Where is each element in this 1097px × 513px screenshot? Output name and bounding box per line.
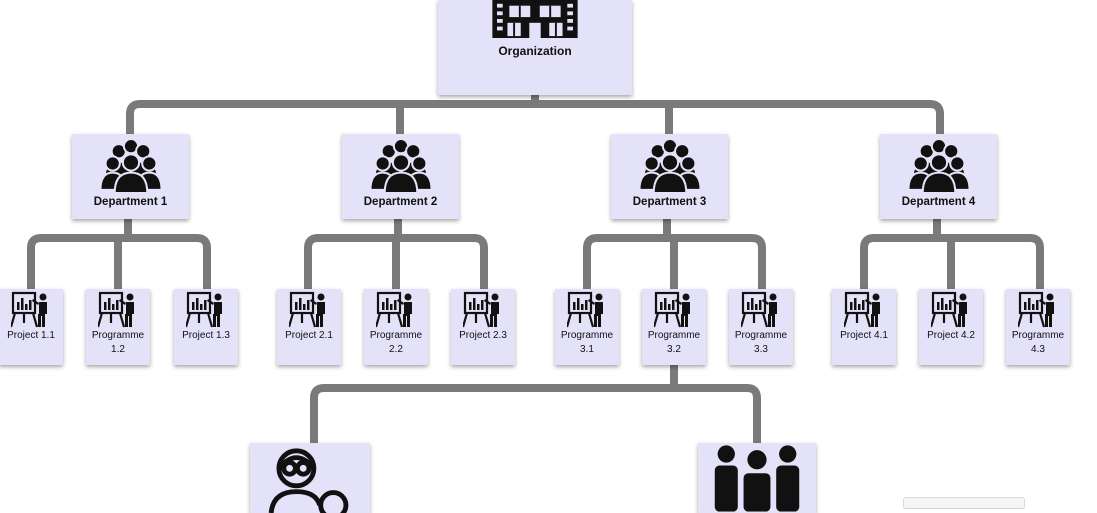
team-node[interactable] — [698, 443, 816, 513]
connector-lines — [27, 90, 1044, 448]
connector-dept1-children — [27, 215, 211, 295]
project-1-3-node[interactable]: Project 1.3 — [174, 289, 238, 365]
programme-3-3-node[interactable]: Programme 3.3 — [729, 289, 793, 365]
worker-gears-icon — [260, 445, 360, 513]
department-1-node[interactable]: Department 1 — [72, 134, 189, 219]
group-icon — [370, 137, 432, 193]
organization-label: Organization — [498, 44, 572, 58]
group-icon — [639, 137, 701, 193]
leaf-label: Programme 4.3 — [1011, 330, 1065, 355]
presentation-icon — [1018, 290, 1058, 328]
project-4-2-node[interactable]: Project 4.2 — [919, 289, 983, 365]
connector-dept4-children — [860, 215, 1044, 295]
presentation-icon — [186, 290, 226, 328]
project-2-1-node[interactable]: Project 2.1 — [277, 289, 341, 365]
connector-dept3-children — [583, 215, 766, 295]
leaf-label: Project 2.1 — [285, 330, 333, 341]
connector-dept2-children — [304, 215, 488, 295]
connector-org-departments — [126, 90, 944, 138]
programme-3-1-node[interactable]: Programme 3.1 — [555, 289, 619, 365]
connector-programme-3-2-children — [310, 361, 761, 448]
leaf-label: Project 1.1 — [7, 330, 55, 341]
programme-1-2-node[interactable]: Programme 1.2 — [86, 289, 150, 365]
programme-4-3-node[interactable]: Programme 4.3 — [1006, 289, 1070, 365]
department-label: Department 1 — [93, 196, 168, 208]
worker-node[interactable] — [250, 443, 370, 513]
project-1-1-node[interactable]: Project 1.1 — [0, 289, 63, 365]
leaf-label: Programme 3.1 — [560, 330, 614, 355]
leaf-label: Programme 3.3 — [734, 330, 788, 355]
group-icon — [100, 137, 162, 193]
leaf-label: Project 2.3 — [459, 330, 507, 341]
leaf-label: Programme 2.2 — [369, 330, 423, 355]
department-label: Department 3 — [632, 196, 707, 208]
page-footer-stub — [903, 497, 1025, 509]
presentation-icon — [463, 290, 503, 328]
project-4-1-node[interactable]: Project 4.1 — [832, 289, 896, 365]
leaf-label: Project 4.2 — [927, 330, 975, 341]
presentation-icon — [844, 290, 884, 328]
leaf-label: Project 1.3 — [182, 330, 230, 341]
presentation-icon — [741, 290, 781, 328]
leaf-label: Programme 3.2 — [647, 330, 701, 355]
building-icon — [490, 0, 580, 38]
presentation-icon — [289, 290, 329, 328]
presentation-icon — [567, 290, 607, 328]
leaf-label: Project 4.1 — [840, 330, 888, 341]
presentation-icon — [376, 290, 416, 328]
department-label: Department 4 — [901, 196, 976, 208]
presentation-icon — [931, 290, 971, 328]
presentation-icon — [98, 290, 138, 328]
department-3-node[interactable]: Department 3 — [611, 134, 728, 219]
department-label: Department 2 — [363, 196, 438, 208]
department-2-node[interactable]: Department 2 — [342, 134, 459, 219]
department-4-node[interactable]: Department 4 — [880, 134, 997, 219]
leaf-label: Programme 1.2 — [91, 330, 145, 355]
group-icon — [908, 137, 970, 193]
programme-3-2-node[interactable]: Programme 3.2 — [642, 289, 706, 365]
presentation-icon — [654, 290, 694, 328]
presentation-icon — [11, 290, 51, 328]
project-2-3-node[interactable]: Project 2.3 — [451, 289, 515, 365]
organization-node[interactable]: Organization — [438, 0, 632, 95]
programme-2-2-node[interactable]: Programme 2.2 — [364, 289, 428, 365]
